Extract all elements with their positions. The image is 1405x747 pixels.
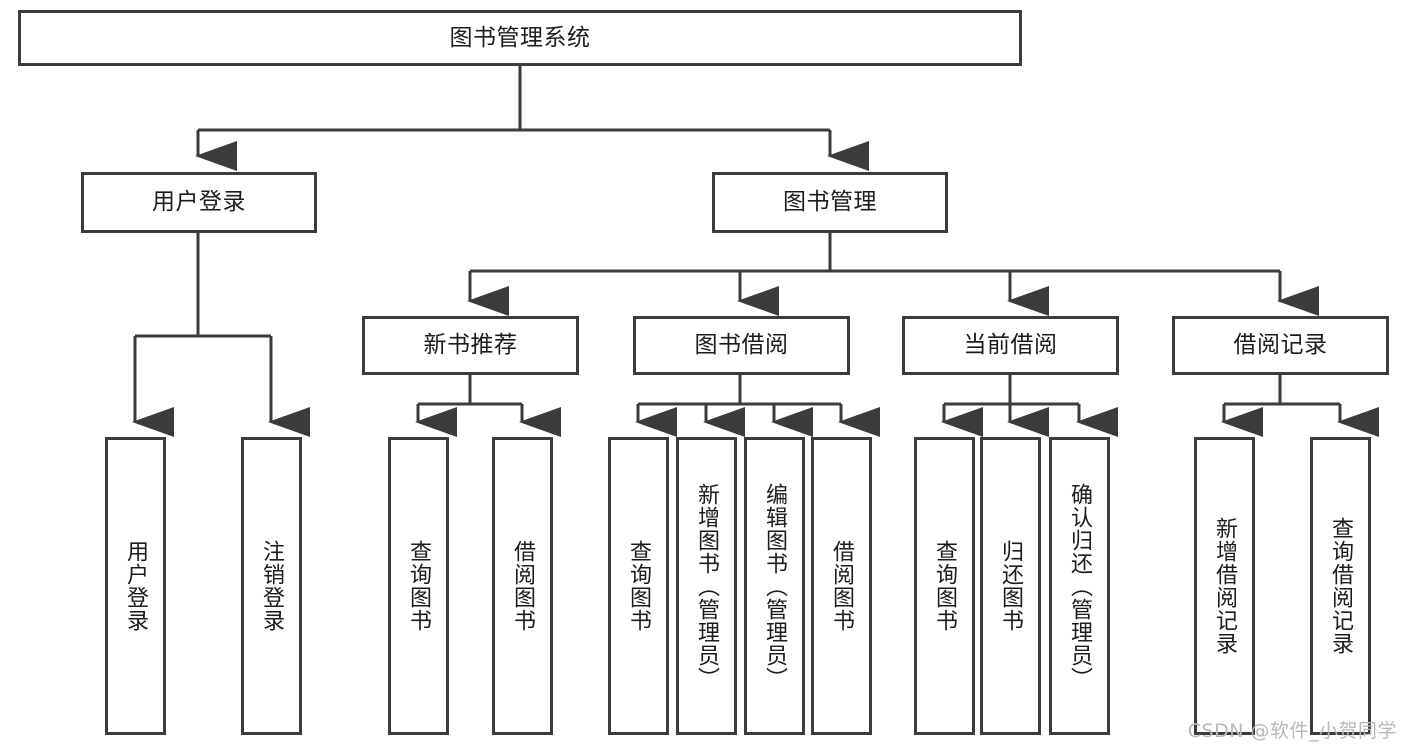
leaf-borrow-edit-book-admin[interactable]: 编辑图书（管理员） (744, 437, 805, 735)
leaf-current-return-book[interactable]: 归还图书 (980, 437, 1041, 735)
node-label: 查询图书 (932, 540, 958, 632)
node-label: 用户登录 (123, 540, 149, 632)
node-label: 图书借阅 (694, 332, 789, 359)
node-book-borrow[interactable]: 图书借阅 (633, 316, 850, 375)
node-label: 用户登录 (152, 189, 246, 216)
leaf-record-add[interactable]: 新增借阅记录 (1194, 437, 1255, 735)
leaf-new-book-borrow[interactable]: 借阅图书 (492, 437, 553, 735)
leaf-current-confirm-return-admin[interactable]: 确认归还（管理员） (1049, 437, 1110, 735)
node-label: 借阅图书 (510, 540, 536, 632)
leaf-borrow-query-book[interactable]: 查询图书 (608, 437, 669, 735)
watermark-text: CSDN @软件_小贺同学 (1187, 720, 1397, 742)
leaf-borrow-borrow-book[interactable]: 借阅图书 (811, 437, 872, 735)
node-label: 新增借阅记录 (1212, 517, 1238, 655)
node-user-login[interactable]: 用户登录 (81, 172, 317, 233)
node-label: 归还图书 (998, 540, 1024, 632)
leaf-user-logout[interactable]: 注销登录 (241, 437, 302, 735)
node-label: 查询图书 (406, 540, 432, 632)
node-label: 新书推荐 (423, 332, 518, 359)
node-borrow-record[interactable]: 借阅记录 (1172, 316, 1389, 375)
leaf-new-book-query[interactable]: 查询图书 (388, 437, 449, 735)
leaf-borrow-add-book-admin[interactable]: 新增图书（管理员） (676, 437, 737, 735)
node-new-book-recommend[interactable]: 新书推荐 (362, 316, 579, 375)
node-current-borrow[interactable]: 当前借阅 (902, 316, 1119, 375)
node-label: 图书管理 (783, 189, 877, 216)
node-label: 注销登录 (259, 540, 285, 632)
node-label: 当前借阅 (963, 332, 1058, 359)
node-label: 确认归还（管理员） (1067, 482, 1093, 690)
node-label: 新增图书（管理员） (694, 482, 720, 690)
leaf-record-query[interactable]: 查询借阅记录 (1310, 437, 1371, 735)
node-label: 借阅记录 (1233, 332, 1328, 359)
node-label: 图书管理系统 (449, 24, 591, 51)
leaf-user-login[interactable]: 用户登录 (105, 437, 166, 735)
node-label: 查询图书 (626, 540, 652, 632)
node-label: 查询借阅记录 (1328, 517, 1354, 655)
node-book-manage[interactable]: 图书管理 (712, 172, 948, 233)
leaf-current-query-book[interactable]: 查询图书 (914, 437, 975, 735)
node-root-system[interactable]: 图书管理系统 (18, 10, 1022, 66)
node-label: 借阅图书 (829, 540, 855, 632)
node-label: 编辑图书（管理员） (762, 482, 788, 690)
